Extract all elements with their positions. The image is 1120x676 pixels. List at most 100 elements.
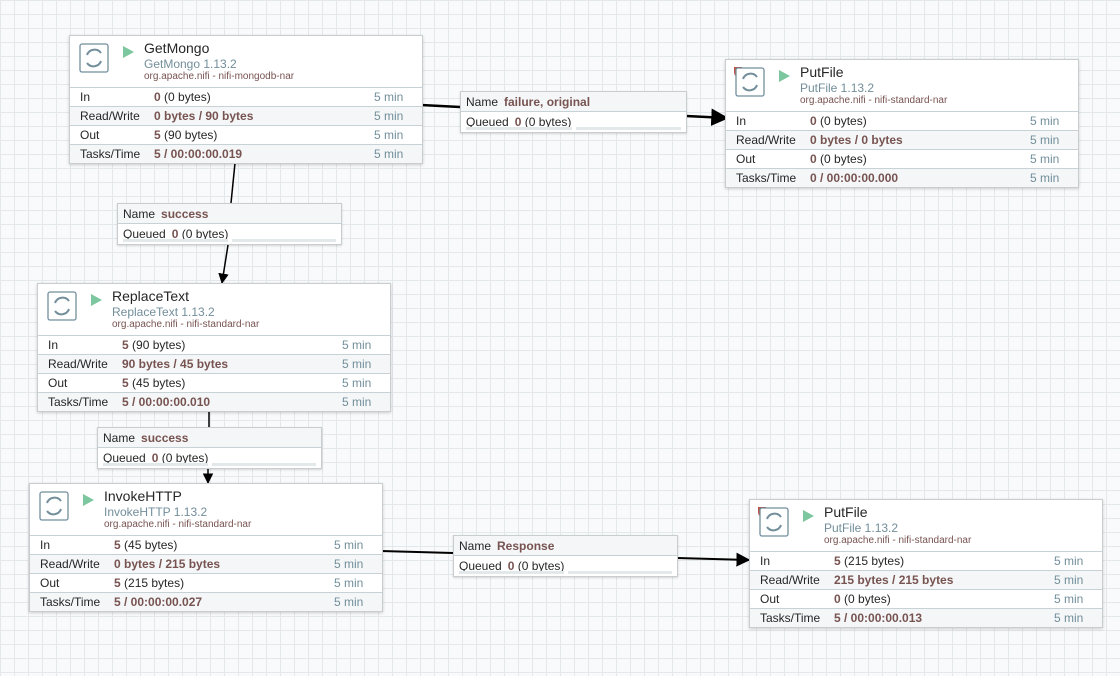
in-count: 0: [810, 114, 817, 128]
stat-label: Read/Write: [80, 109, 140, 123]
processor-name[interactable]: ReplaceText: [112, 288, 190, 304]
conn-backpressure-bars: [123, 239, 336, 242]
conn-queued-count: 0: [171, 226, 179, 241]
stat-window: 5 min: [374, 147, 404, 161]
processor-icon: [735, 67, 765, 97]
processor-type: InvokeHTTP 1.13.2: [104, 505, 208, 519]
edge-invokehttp-putfile[interactable]: [380, 551, 749, 560]
conn-backpressure-bars: [103, 463, 316, 466]
out-count: 5: [122, 376, 129, 390]
conn-queued-key: Queued: [459, 558, 502, 573]
stat-window: 5 min: [374, 90, 404, 104]
out-count: 5: [154, 128, 161, 142]
connection-label-failure-original[interactable]: Name failure, original Queued 0 (0 bytes): [460, 91, 687, 133]
stat-window: 5 min: [342, 338, 372, 352]
stat-window: 5 min: [334, 538, 364, 552]
stat-label: In: [80, 90, 91, 104]
processor-type: PutFile 1.13.2: [824, 521, 899, 535]
processor-putfile-2[interactable]: PutFile PutFile 1.13.2 org.apache.nifi -…: [749, 499, 1103, 628]
conn-queued-key: Queued: [103, 450, 146, 465]
run-icon: [779, 70, 790, 82]
stat-label: In: [48, 338, 59, 352]
conn-name-key: Name: [466, 94, 499, 109]
stat-window: 5 min: [334, 557, 364, 571]
run-icon: [803, 510, 814, 522]
run-icon: [123, 46, 134, 58]
edge-replacetext-invokehttp[interactable]: [208, 412, 209, 483]
in-count: 0: [154, 90, 161, 104]
stat-label: Read/Write: [48, 357, 108, 371]
processor-type: PutFile 1.13.2: [800, 81, 875, 95]
out-size: (45 bytes): [132, 376, 186, 390]
edge-getmongo-putfile[interactable]: [420, 105, 727, 118]
processor-getmongo[interactable]: GetMongo GetMongo 1.13.2 org.apache.nifi…: [69, 35, 423, 164]
processor-bundle: org.apache.nifi - nifi-mongodb-nar: [144, 71, 295, 82]
stat-label: Read/Write: [40, 557, 100, 571]
in-size: (45 bytes): [124, 538, 178, 552]
processor-icon: [79, 43, 109, 73]
processor-name[interactable]: PutFile: [800, 64, 844, 80]
processor-invokehttp[interactable]: InvokeHTTP InvokeHTTP 1.13.2 org.apache.…: [29, 483, 383, 612]
stat-label: Read/Write: [760, 573, 820, 587]
conn-name-key: Name: [459, 538, 492, 553]
in-count: 5: [114, 538, 121, 552]
stat-window: 5 min: [334, 595, 364, 609]
conn-queued-count: 0: [514, 114, 522, 129]
stat-label: Tasks/Time: [48, 395, 109, 409]
conn-backpressure-bars: [466, 127, 681, 130]
stat-label: In: [760, 554, 771, 568]
processor-name[interactable]: InvokeHTTP: [104, 488, 182, 504]
out-size: (215 bytes): [124, 576, 185, 590]
stat-label: Tasks/Time: [736, 171, 797, 185]
processor-bundle: org.apache.nifi - nifi-standard-nar: [112, 319, 260, 330]
in-count: 5: [834, 554, 841, 568]
processor-name[interactable]: PutFile: [824, 504, 868, 520]
conn-name-value: Response: [497, 538, 555, 553]
processor-type: ReplaceText 1.13.2: [112, 305, 215, 319]
stat-in: In 0 (0 bytes) 5 min: [70, 87, 422, 106]
in-size: (0 bytes): [820, 114, 867, 128]
in-size: (90 bytes): [132, 338, 186, 352]
out-count: 5: [114, 576, 121, 590]
conn-backpressure-bars: [459, 571, 672, 574]
stat-out: Out 5 (215 bytes) 5 min: [30, 573, 382, 592]
processor-name[interactable]: GetMongo: [144, 40, 210, 56]
processor-icon: [47, 291, 77, 321]
stat-label: Out: [40, 576, 60, 590]
in-size: (0 bytes): [164, 90, 211, 104]
run-icon: [83, 494, 94, 506]
in-size: (215 bytes): [844, 554, 905, 568]
stat-window: 5 min: [334, 576, 364, 590]
rw-value: 0 bytes / 215 bytes: [114, 557, 221, 571]
stat-window: 5 min: [1054, 573, 1084, 587]
conn-queued-key: Queued: [466, 114, 509, 129]
out-count: 0: [834, 592, 841, 606]
conn-name-key: Name: [123, 206, 156, 221]
conn-name-value: failure, original: [504, 94, 591, 109]
processor-putfile-1[interactable]: PutFile PutFile 1.13.2 org.apache.nifi -…: [725, 59, 1079, 188]
processor-bundle: org.apache.nifi - nifi-standard-nar: [824, 535, 972, 546]
stat-label: Out: [760, 592, 780, 606]
processor-replacetext[interactable]: ReplaceText ReplaceText 1.13.2 org.apach…: [37, 283, 391, 412]
rw-value: 0 bytes / 90 bytes: [154, 109, 254, 123]
edge-getmongo-replacetext[interactable]: [222, 162, 236, 283]
conn-queued-key: Queued: [123, 226, 166, 241]
stat-window: 5 min: [1054, 611, 1084, 625]
conn-queued-size: (0 bytes): [524, 114, 572, 129]
